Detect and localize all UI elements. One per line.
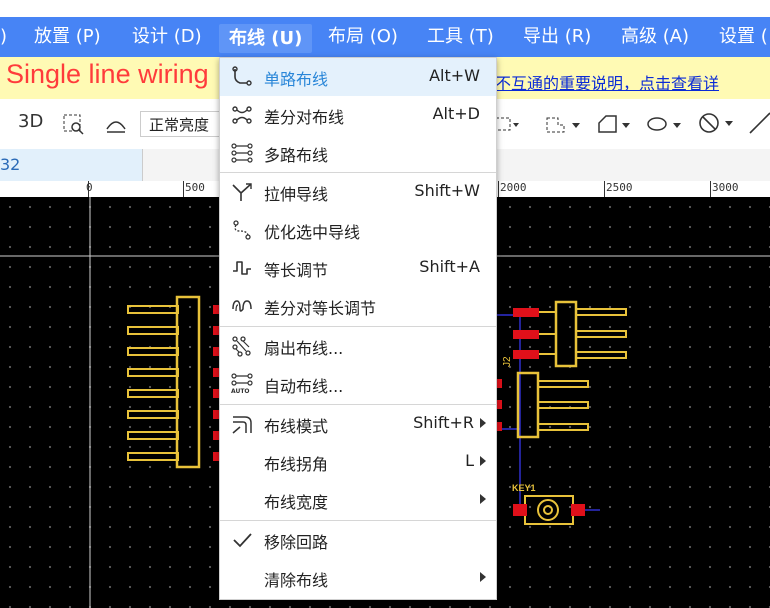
- stretch-track-icon: [232, 183, 252, 201]
- diff-length-tune-icon: [232, 300, 252, 312]
- menu-item-label: 布线模式: [264, 417, 329, 436]
- menu-shortcut: Shift+A: [419, 257, 480, 276]
- route-mode-icon: [232, 416, 252, 434]
- menu-item-remove-loop[interactable]: 移除回路: [220, 521, 496, 559]
- menu-shortcut: Alt+D: [432, 104, 480, 123]
- submenu-arrow-icon: [480, 572, 486, 582]
- menu-shortcut: Alt+W: [429, 66, 480, 85]
- check-icon: [233, 533, 252, 548]
- ruler-tick: 3000: [712, 181, 739, 194]
- menu-item-autoroute[interactable]: AUTO 自动布线...: [220, 365, 496, 403]
- menu-item-label: 移除回路: [264, 533, 329, 552]
- menu-layout[interactable]: 布局 (O): [328, 26, 398, 47]
- menu-shortcut: Shift+W: [414, 181, 480, 200]
- menu-export[interactable]: 导出 (R): [523, 26, 592, 47]
- menu-item-label: 差分对等长调节: [264, 299, 377, 318]
- optimize-track-icon: [233, 220, 251, 240]
- polygon-select-icon[interactable]: [544, 113, 584, 135]
- menu-item-stretch-track[interactable]: 拉伸导线 Shift+W: [220, 173, 496, 211]
- key1-label: KEY1: [512, 483, 536, 493]
- top-clipped-strip: ‐‐‐: [0, 0, 770, 17]
- menu-item-single-route[interactable]: 单路布线 Alt+W: [220, 58, 496, 96]
- menu-item-diff-length-tune[interactable]: 差分对等长调节: [220, 287, 496, 325]
- menu-divider: [220, 520, 496, 521]
- notice-link[interactable]: 不互通的重要说明，点击查看详: [495, 74, 720, 93]
- menu-item-label: 多路布线: [264, 146, 329, 165]
- menu-bar: ) 放置 (P) 设计 (D) 布线 (U) 布局 (O) 工具 (T) 导出 …: [0, 17, 770, 57]
- key1-component: [513, 495, 600, 525]
- menu-shortcut: Shift+R: [413, 413, 474, 432]
- route-dropdown-menu: 单路布线 Alt+W 差分对布线 Alt+D 多路布线 拉伸导: [219, 57, 497, 600]
- menu-item-label: 差分对布线: [264, 108, 345, 127]
- menu-divider: [220, 172, 496, 173]
- document-tab-label: 32: [0, 155, 21, 174]
- multi-route-icon: [231, 143, 253, 163]
- menu-item-multi-route[interactable]: 多路布线: [220, 134, 496, 172]
- submenu-arrow-icon: [480, 456, 486, 466]
- menu-design[interactable]: 设计 (D): [132, 26, 202, 47]
- line-tool-icon[interactable]: [748, 111, 770, 135]
- length-tune-icon: [233, 261, 251, 275]
- menu-item-optimize-track[interactable]: 优化选中导线: [220, 211, 496, 249]
- submenu-arrow-icon: [480, 418, 486, 428]
- menu-item-label: 清除布线: [264, 571, 329, 590]
- menu-item-clear-route[interactable]: 清除布线: [220, 559, 496, 597]
- menu-item-label: 自动布线...: [264, 377, 344, 396]
- menu-item-label: 拉伸导线: [264, 185, 329, 204]
- overlay-caption: Single line wiring: [6, 59, 209, 89]
- menu-item-diff-pair[interactable]: 差分对布线 Alt+D: [220, 96, 496, 134]
- view-3d-button[interactable]: 3D: [18, 111, 44, 132]
- menu-item-route-width[interactable]: 布线宽度: [220, 481, 496, 519]
- menu-item-label: 布线拐角: [264, 455, 329, 474]
- menu-advanced[interactable]: 高级 (A): [621, 26, 690, 47]
- ruler-tick: 500: [185, 181, 205, 194]
- menu-divider: [220, 326, 496, 327]
- svg-text:AUTO: AUTO: [231, 388, 250, 395]
- document-tab[interactable]: 32: [0, 149, 143, 181]
- menu-settings[interactable]: 设置 (: [719, 26, 768, 47]
- ruler-tick: 2500: [606, 181, 633, 194]
- menu-place[interactable]: 放置 (P): [34, 26, 101, 47]
- right-header-top-component: [513, 300, 627, 368]
- menu-item-length-tune[interactable]: 等长调节 Shift+A: [220, 249, 496, 287]
- fanout-icon: [232, 336, 251, 357]
- j2-ref-label: J2: [502, 356, 513, 367]
- left-header-component: [127, 295, 220, 469]
- polyline-icon[interactable]: [596, 113, 636, 135]
- autoroute-icon: AUTO: [231, 373, 253, 395]
- no-entry-icon[interactable]: [697, 111, 739, 135]
- single-route-icon: [232, 66, 252, 86]
- menu-item-label: 扇出布线...: [264, 339, 344, 358]
- menu-shortcut: L: [465, 451, 474, 470]
- menu-item-label: 等长调节: [264, 261, 329, 280]
- view-arc-icon[interactable]: [104, 113, 128, 135]
- ruler-tick: 2000: [500, 181, 527, 194]
- ellipse-icon[interactable]: [646, 113, 686, 135]
- menu-item-label: 布线宽度: [264, 493, 329, 512]
- menu-item-route-corner[interactable]: 布线拐角 L: [220, 443, 496, 481]
- menu-tools[interactable]: 工具 (T): [427, 26, 494, 47]
- brightness-select[interactable]: 正常亮度: [140, 111, 222, 137]
- menu-item-label: 优化选中导线: [264, 223, 361, 242]
- right-header-mid-component: [495, 371, 589, 439]
- menu-route[interactable]: 布线 (U): [219, 24, 313, 53]
- rect-dashed-icon[interactable]: [494, 115, 520, 135]
- menu-item-label: 单路布线: [264, 70, 329, 89]
- diff-pair-icon: [232, 106, 252, 124]
- ruler-tick: 0: [86, 181, 93, 194]
- menu-item-fanout[interactable]: 扇出布线...: [220, 327, 496, 365]
- zoom-area-icon[interactable]: [62, 113, 86, 137]
- submenu-arrow-icon: [480, 494, 486, 504]
- menu-divider: [220, 404, 496, 405]
- menu-view-partial[interactable]: ): [0, 26, 8, 47]
- menu-item-route-mode[interactable]: 布线模式 Shift+R: [220, 405, 496, 443]
